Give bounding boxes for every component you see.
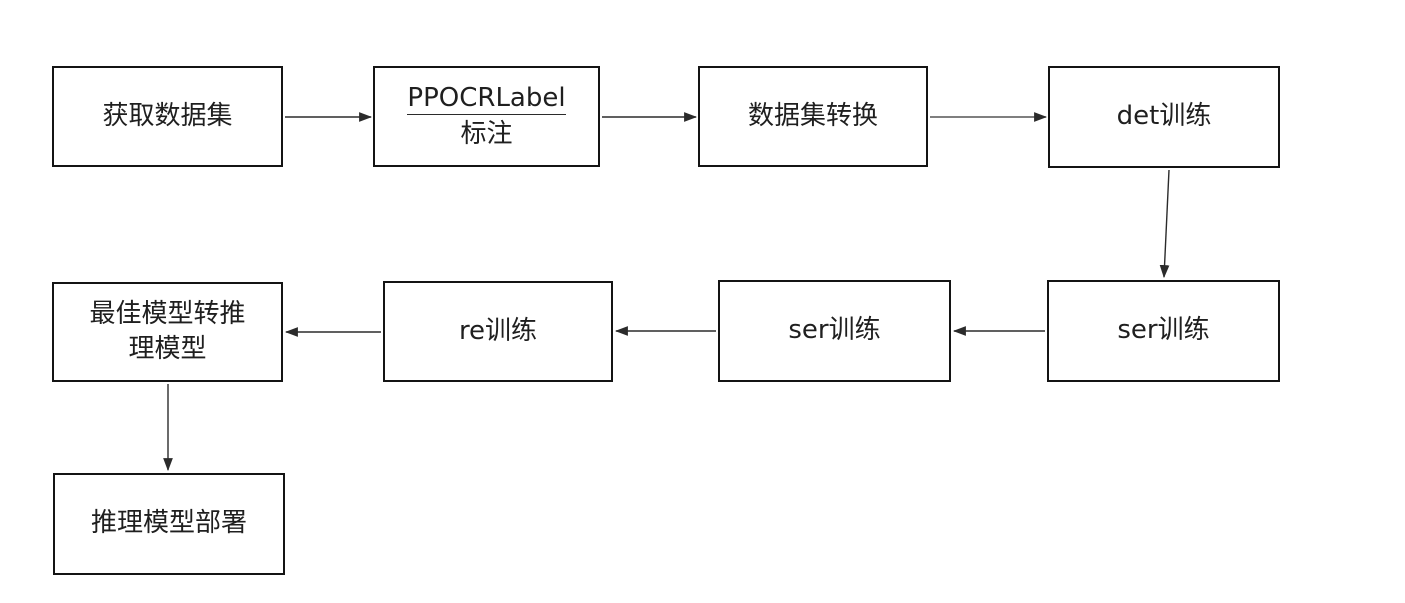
- node-get-dataset-label: 获取数据集: [102, 100, 233, 131]
- node-ser-train-left: ser训练: [718, 280, 951, 382]
- node-re-train-label: re训练: [458, 315, 538, 346]
- node-ser-train-right-label: ser训练: [1117, 315, 1210, 346]
- node-ppocrlabel-line2: 标注: [460, 118, 513, 149]
- node-best-model-to-inference: 最佳模型转推理模型: [52, 282, 283, 382]
- node-inference-deploy: 推理模型部署: [53, 473, 285, 575]
- node-det-train: det训练: [1048, 66, 1280, 168]
- node-best-model-label: 最佳模型转推理模型: [89, 298, 246, 364]
- node-get-dataset: 获取数据集: [52, 66, 283, 167]
- node-re-train: re训练: [383, 281, 613, 382]
- node-ser-train-right: ser训练: [1047, 280, 1280, 382]
- node-dataset-convert: 数据集转换: [698, 66, 928, 167]
- node-ppocrlabel-annotation: PPOCRLabel 标注: [373, 66, 600, 167]
- node-dataset-convert-label: 数据集转换: [747, 100, 878, 131]
- node-ser-train-left-label: ser训练: [788, 315, 881, 346]
- node-ppocrlabel-line1: PPOCRLabel: [407, 83, 566, 116]
- arrow-det-train-to-ser-train-right: [1159, 169, 1170, 279]
- node-inference-deploy-label: 推理模型部署: [90, 508, 247, 539]
- node-det-train-label: det训练: [1116, 101, 1212, 132]
